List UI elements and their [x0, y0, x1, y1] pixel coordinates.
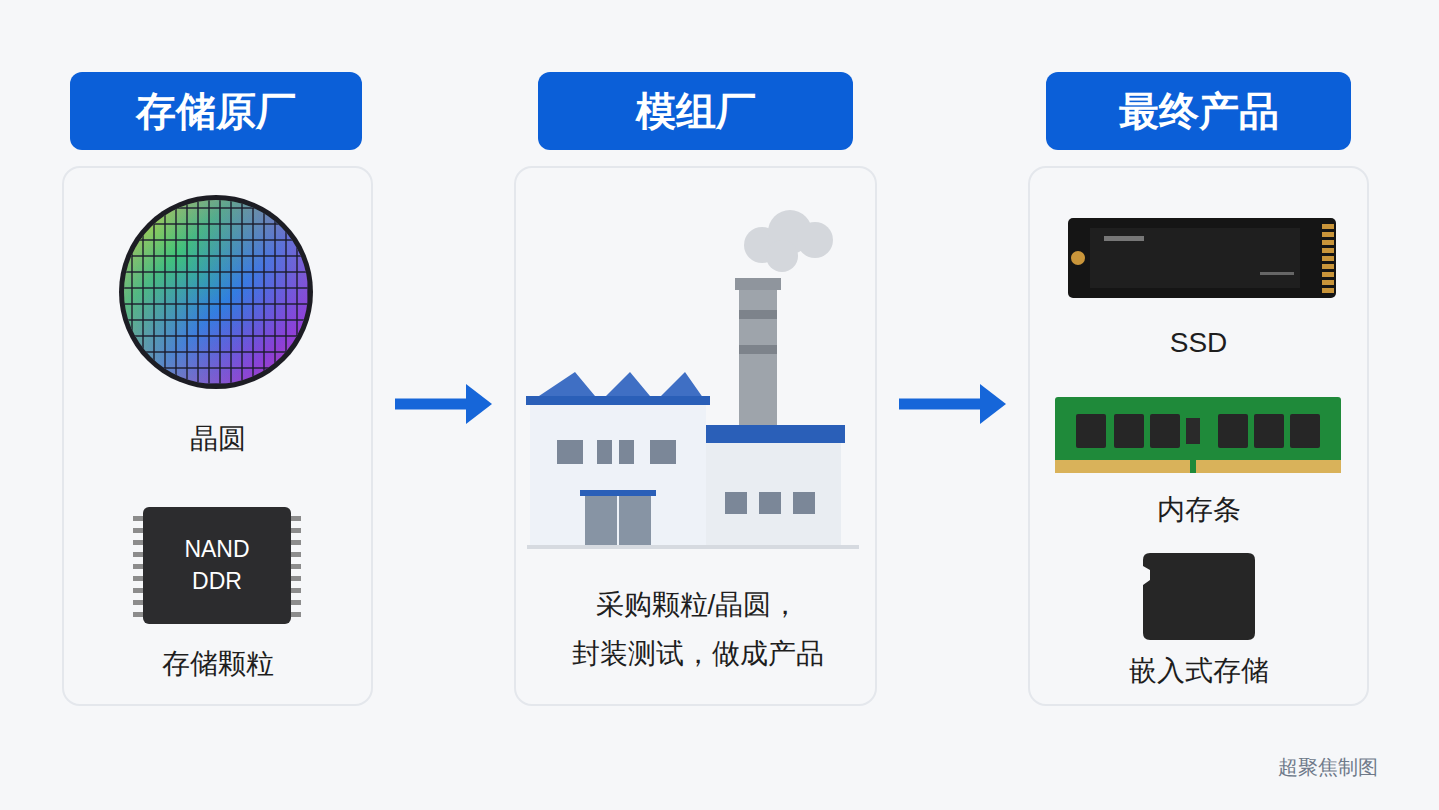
watermark: 超聚焦制图	[1278, 754, 1378, 781]
factory	[526, 210, 859, 549]
item-label: 嵌入式存储	[1030, 646, 1367, 695]
arrow-shaft	[899, 399, 982, 410]
wafer	[119, 195, 313, 389]
ssd-drive	[1068, 218, 1336, 298]
stage-header: 最终产品	[1046, 72, 1351, 150]
stage-header: 模组厂	[538, 72, 853, 150]
header-text: 存储原厂	[136, 84, 296, 139]
chip-marking: NAND	[143, 536, 291, 563]
item-label: 晶圆	[64, 414, 371, 463]
stage-card: SSD 内存条嵌入式存储	[1028, 166, 1369, 706]
stage-header: 存储原厂	[70, 72, 362, 150]
header-text: 最终产品	[1119, 84, 1279, 139]
flow-arrow	[395, 384, 492, 424]
item-label: 存储颗粒	[64, 639, 371, 688]
flow-arrow	[899, 384, 1006, 424]
storage-card	[1143, 553, 1255, 640]
arrow-head	[980, 384, 1006, 424]
chip-marking: DDR	[143, 568, 291, 595]
stage-card: 晶圆存储颗粒	[62, 166, 373, 706]
item-label: 采购颗粒/晶圆， 封装测试，做成产品	[548, 580, 848, 678]
arrow-head	[466, 384, 492, 424]
header-text: 模组厂	[636, 84, 756, 139]
item-label: SSD	[1030, 318, 1367, 367]
memory-module	[1055, 397, 1341, 473]
memory-chip	[133, 507, 301, 624]
item-label: 内存条	[1030, 485, 1367, 534]
arrow-shaft	[395, 399, 468, 410]
stage-card: 采购颗粒/晶圆， 封装测试，做成产品	[514, 166, 877, 706]
